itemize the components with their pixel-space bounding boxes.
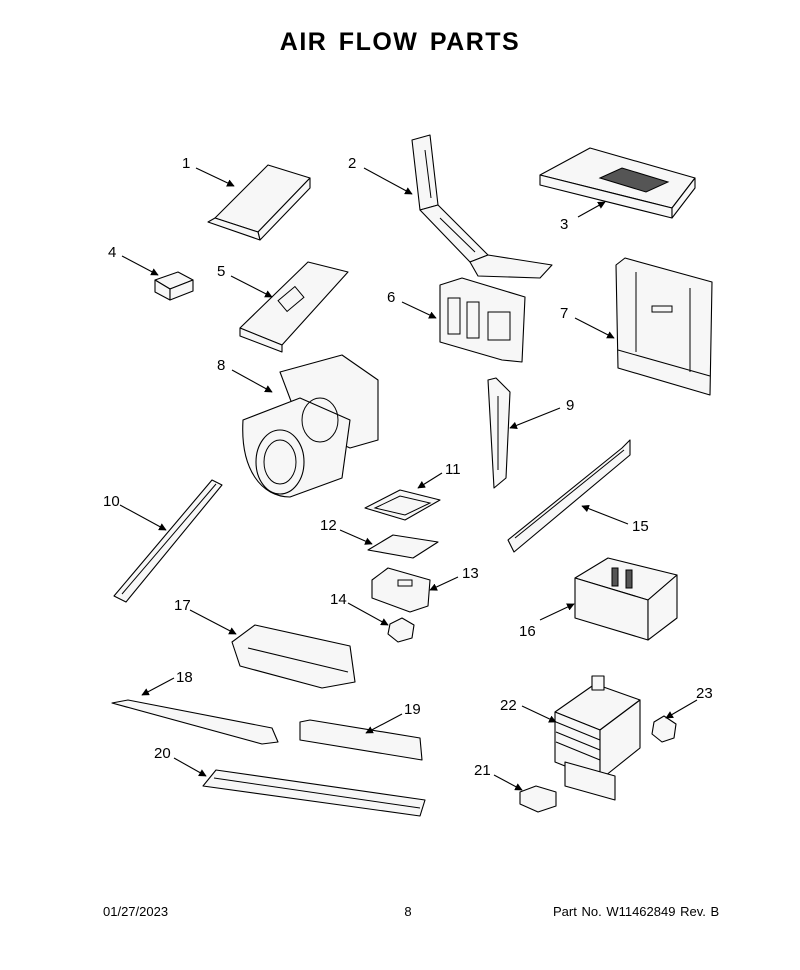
callout-18: 18 bbox=[176, 669, 193, 686]
part-13-drawing bbox=[371, 567, 431, 613]
callout-5: 5 bbox=[217, 263, 225, 280]
callout-19: 19 bbox=[404, 701, 421, 718]
leader-17 bbox=[189, 609, 237, 635]
part-number-label: Part No. bbox=[553, 904, 602, 919]
part-2-drawing bbox=[411, 134, 553, 279]
revision-label: Rev. bbox=[680, 904, 706, 919]
leader-1 bbox=[195, 167, 235, 187]
leader-21 bbox=[493, 774, 523, 791]
revision-value: B bbox=[710, 904, 720, 919]
leader-7 bbox=[574, 317, 615, 339]
part-21-drawing bbox=[519, 785, 557, 813]
footer-page-number: 8 bbox=[404, 904, 412, 919]
leader-16 bbox=[539, 603, 575, 621]
leader-13 bbox=[429, 576, 459, 591]
part-6-drawing bbox=[439, 277, 526, 363]
part-3-drawing bbox=[539, 147, 696, 219]
part-9-drawing bbox=[487, 377, 511, 489]
callout-2: 2 bbox=[348, 155, 356, 172]
part-14-drawing bbox=[387, 617, 415, 643]
part-number-value: W11462849 bbox=[606, 904, 676, 919]
callout-6: 6 bbox=[387, 289, 395, 306]
part-18-drawing bbox=[111, 699, 279, 745]
part-19-drawing bbox=[299, 719, 423, 761]
part-1-drawing bbox=[207, 164, 311, 241]
leader-10 bbox=[119, 504, 167, 531]
leader-18 bbox=[141, 677, 175, 696]
leader-15 bbox=[581, 504, 629, 525]
leader-11 bbox=[417, 472, 443, 489]
part-20-drawing bbox=[202, 769, 426, 817]
footer-date: 01/27/2023 bbox=[103, 904, 169, 919]
part-12-drawing bbox=[367, 534, 439, 559]
part-16-drawing bbox=[574, 557, 678, 641]
leader-22 bbox=[521, 705, 557, 723]
leader-23 bbox=[665, 699, 698, 719]
callout-17: 17 bbox=[174, 597, 191, 614]
part-23-drawing bbox=[651, 715, 677, 743]
callout-20: 20 bbox=[154, 745, 171, 762]
part-7-drawing bbox=[615, 257, 713, 396]
callout-13: 13 bbox=[462, 565, 479, 582]
part-17-drawing bbox=[231, 624, 356, 689]
footer-part-info: Part No. W11462849 Rev. B bbox=[553, 904, 719, 919]
part-11-drawing bbox=[364, 489, 441, 521]
callout-8: 8 bbox=[217, 357, 225, 374]
part-4-drawing bbox=[154, 271, 194, 301]
callout-1: 1 bbox=[182, 155, 190, 172]
page-title: AIR FLOW PARTS bbox=[279, 28, 521, 56]
callout-22: 22 bbox=[500, 697, 517, 714]
part-5-drawing bbox=[239, 261, 349, 353]
part-22-drawing bbox=[554, 675, 641, 801]
leader-14 bbox=[347, 602, 389, 626]
callout-16: 16 bbox=[519, 623, 536, 640]
leader-2 bbox=[363, 167, 413, 195]
leader-8 bbox=[231, 369, 273, 393]
callout-4: 4 bbox=[108, 244, 116, 261]
callout-12: 12 bbox=[320, 517, 337, 534]
part-15-drawing bbox=[507, 439, 631, 553]
leader-5 bbox=[230, 275, 273, 298]
leader-4 bbox=[121, 255, 159, 276]
callout-21: 21 bbox=[474, 762, 491, 779]
leader-6 bbox=[401, 301, 437, 319]
leader-19 bbox=[365, 713, 403, 734]
callout-11: 11 bbox=[445, 461, 461, 478]
leader-20 bbox=[173, 757, 207, 777]
callout-23: 23 bbox=[696, 685, 713, 702]
callout-7: 7 bbox=[560, 305, 568, 322]
callout-15: 15 bbox=[632, 518, 649, 535]
leader-9 bbox=[509, 407, 561, 430]
leader-12 bbox=[339, 529, 373, 545]
part-10-drawing bbox=[113, 479, 223, 603]
callout-10: 10 bbox=[103, 493, 120, 510]
part-8-drawing bbox=[242, 354, 379, 498]
leader-3 bbox=[577, 201, 606, 218]
callout-14: 14 bbox=[330, 591, 347, 608]
callout-9: 9 bbox=[566, 397, 574, 414]
callout-3: 3 bbox=[560, 216, 568, 233]
